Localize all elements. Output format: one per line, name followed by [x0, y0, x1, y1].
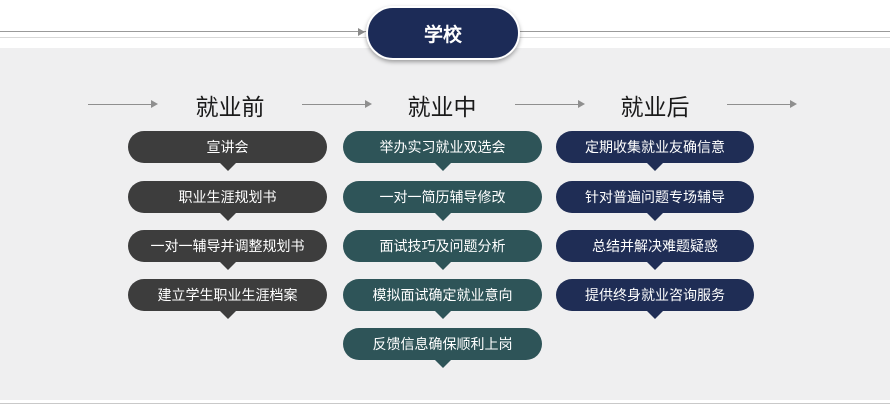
phase-during-item: 举办实习就业双选会: [343, 131, 542, 171]
phase-after-item: 总结并解决难题疑惑: [556, 230, 754, 270]
top-arrow-icon: [358, 28, 365, 36]
phase-after-item: 提供终身就业咨询服务: [556, 279, 754, 319]
phase-after-item: 定期收集就业友确信意: [556, 131, 754, 171]
phase-during-item: 一对一简历辅导修改: [343, 181, 542, 221]
phase-before-item: 一对一辅导并调整规划书: [128, 230, 327, 270]
phase-title-after: 就业后: [620, 95, 690, 121]
flow-arrow-icon: [88, 100, 158, 108]
flow-arrow-icon: [302, 100, 372, 108]
phase-during-item: 模拟面试确定就业意向: [343, 279, 542, 319]
phase-title-during: 就业中: [407, 95, 477, 121]
flow-arrow-icon: [727, 100, 797, 108]
phase-during-item: 反馈信息确保顺利上岗: [343, 328, 542, 368]
phase-during-item: 面试技巧及问题分析: [343, 230, 542, 270]
bottom-divider-line: [0, 403, 890, 404]
flow-arrow-icon: [515, 100, 585, 108]
phase-after-item: 针对普遍问题专场辅导: [556, 181, 754, 221]
phase-before-item: 宣讲会: [128, 131, 327, 171]
phase-before-item: 建立学生职业生涯档案: [128, 279, 327, 319]
phase-title-before: 就业前: [195, 95, 265, 121]
phase-before-item: 职业生涯规划书: [128, 181, 327, 221]
school-title-badge: 学校: [366, 6, 520, 60]
